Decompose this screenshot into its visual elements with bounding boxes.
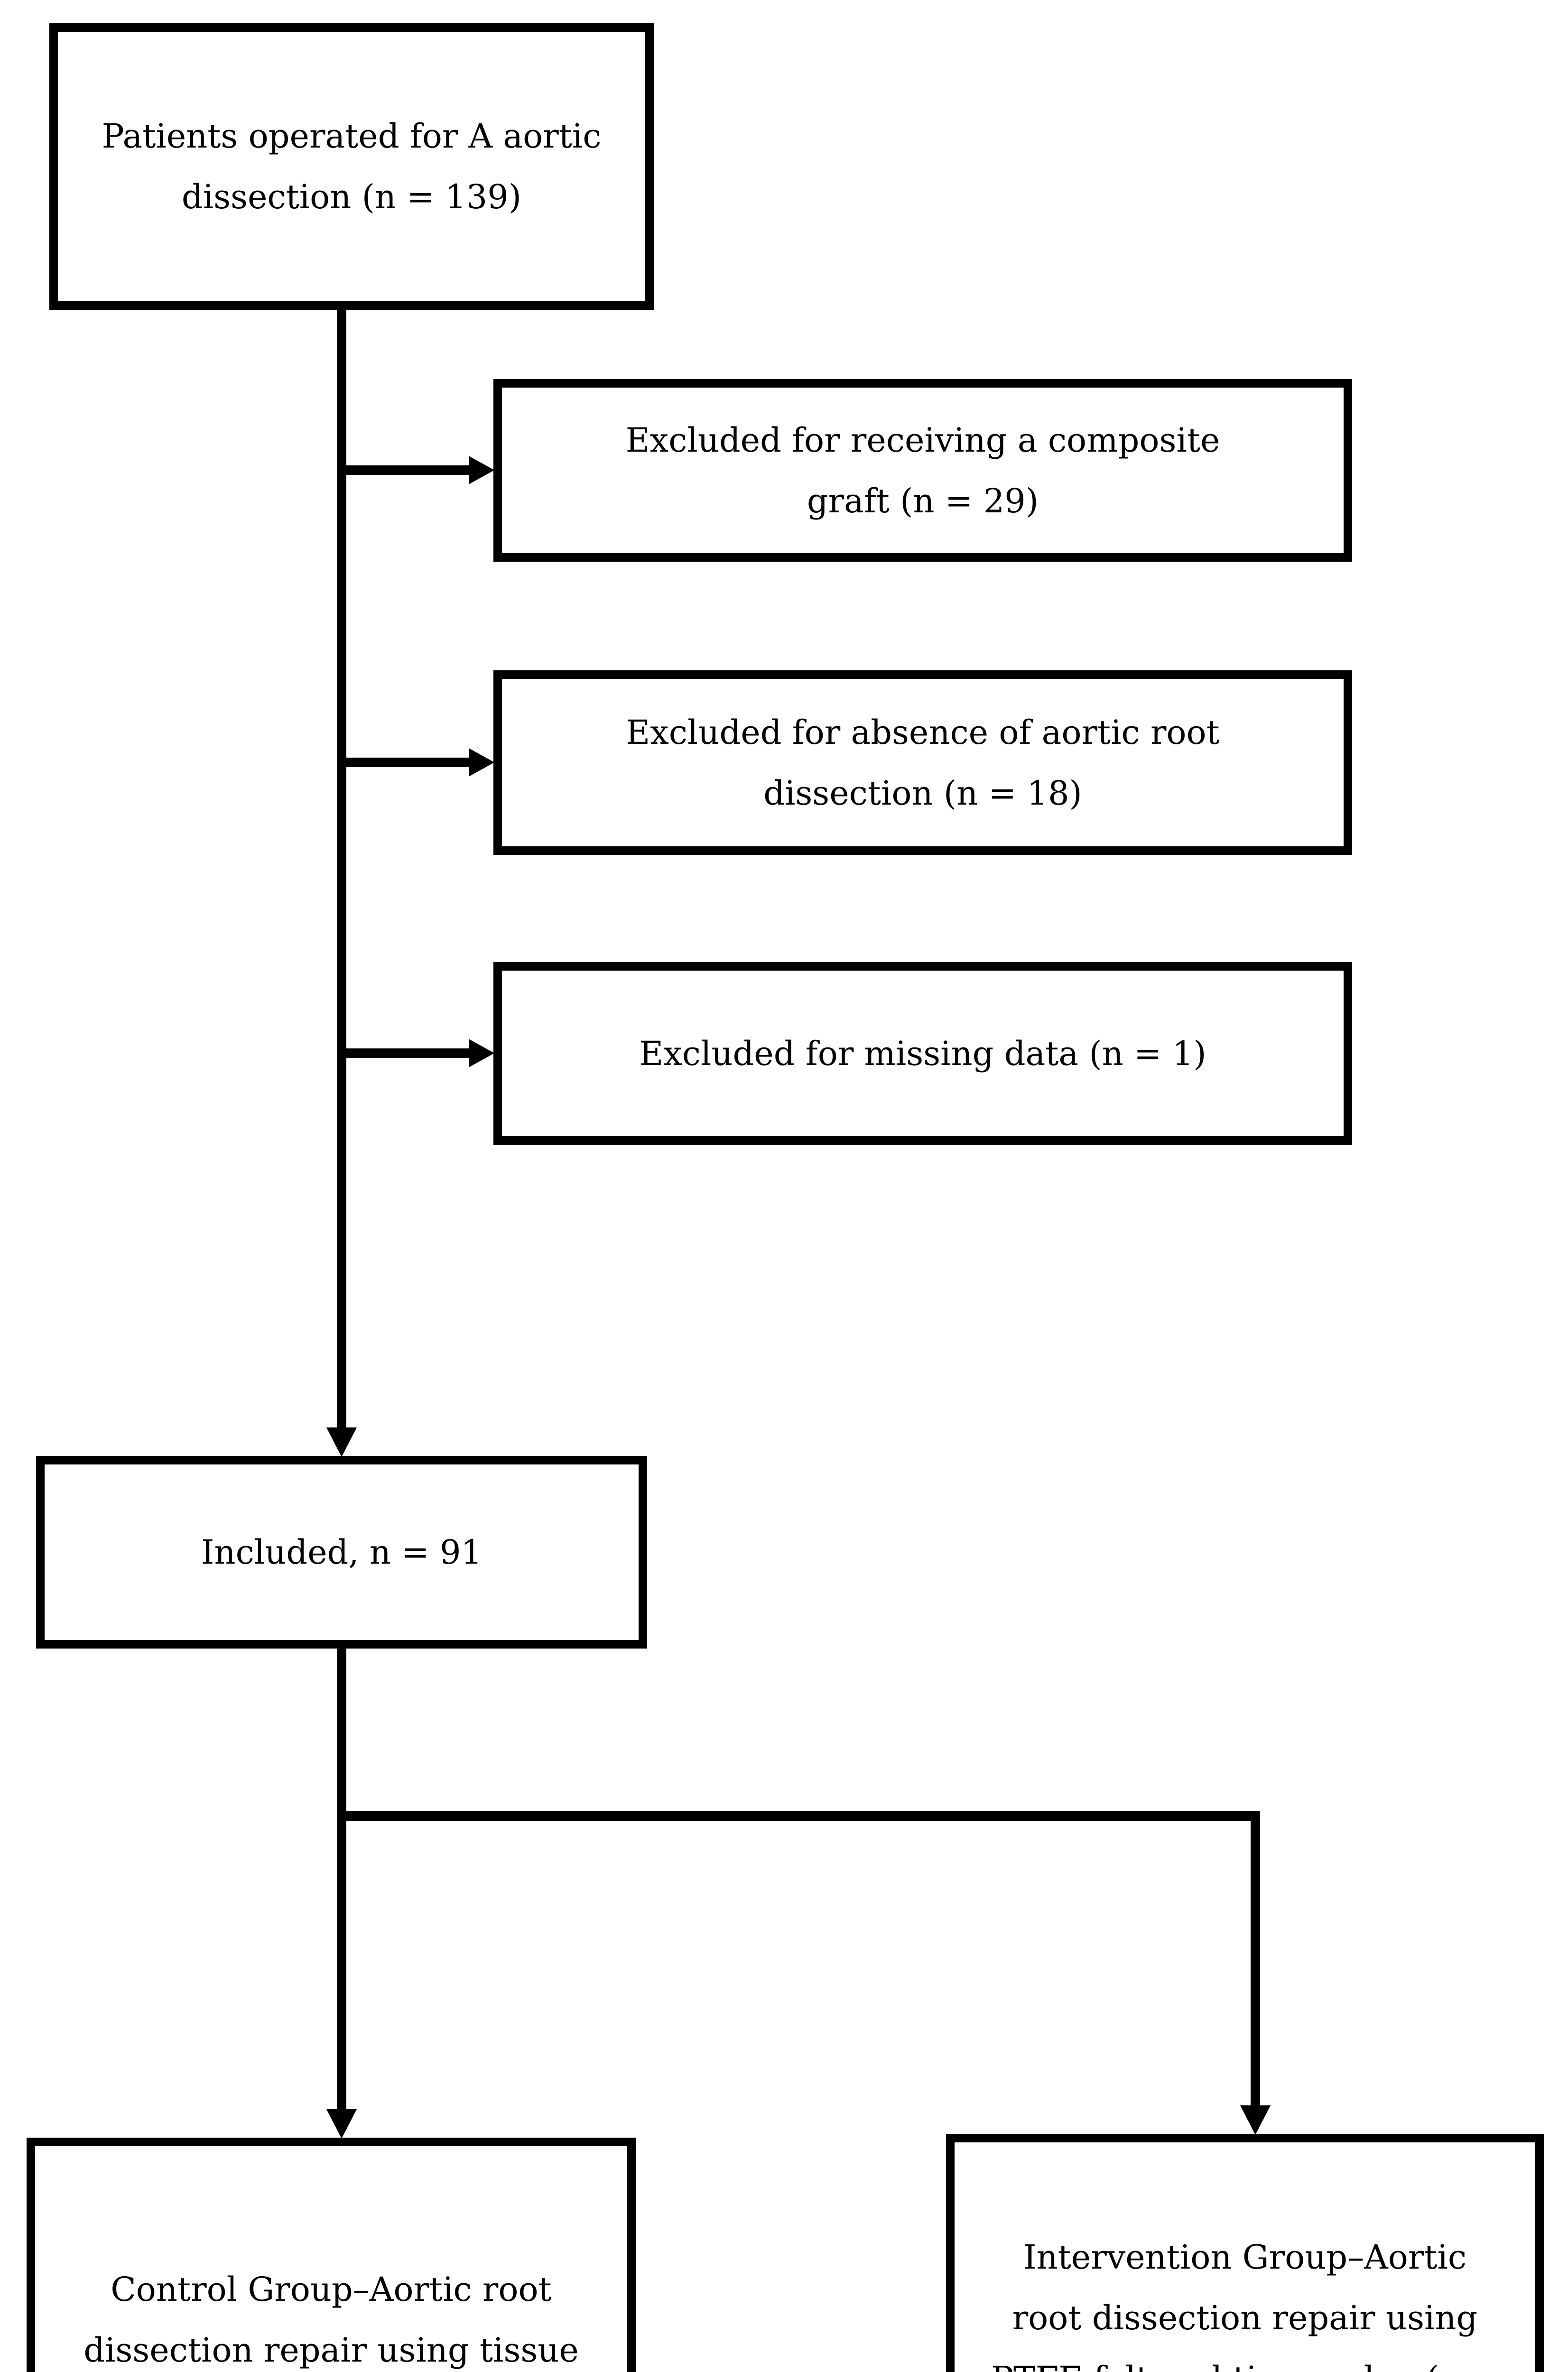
patients-box: Patients operated for A aortic dissectio… xyxy=(49,23,654,310)
arrowhead-into-included xyxy=(326,1427,357,1457)
patients-box-text: dissection (n = 139) xyxy=(181,177,522,216)
arrowhead-into-control xyxy=(326,2109,357,2139)
arrowhead-into-excluded-no-root xyxy=(469,748,494,777)
connector-to-excluded-no-root xyxy=(337,758,470,767)
intervention-group-text: root dissection repair using xyxy=(1012,2298,1478,2337)
included-box: Included, n = 91 xyxy=(36,1456,647,1649)
connector-included-to-control xyxy=(337,1649,346,2110)
connector-patients-to-included xyxy=(337,310,346,1428)
connector-branch-bar xyxy=(337,1811,1260,1821)
excluded-composite-graft-text: Excluded for receiving a composite xyxy=(625,420,1220,460)
control-group-text: dissection repair using tissue xyxy=(84,2331,579,2370)
arrowhead-into-excluded-composite xyxy=(469,456,494,484)
excluded-composite-graft-box: Excluded for receiving a composite graft… xyxy=(493,379,1352,562)
arrowhead-into-excluded-missing xyxy=(469,1039,494,1067)
connector-to-excluded-missing xyxy=(337,1048,470,1058)
intervention-group-text: Intervention Group–Aortic xyxy=(1023,2238,1467,2277)
connector-to-excluded-composite xyxy=(337,465,470,475)
included-box-text: Included, n = 91 xyxy=(201,1533,482,1572)
excluded-missing-data-box: Excluded for missing data (n = 1) xyxy=(493,962,1352,1145)
excluded-no-root-dissection-text: Excluded for absence of aortic root xyxy=(626,713,1220,752)
excluded-no-root-dissection-box: Excluded for absence of aortic root diss… xyxy=(493,670,1352,855)
patients-box-text: Patients operated for A aortic xyxy=(102,117,602,156)
excluded-no-root-dissection-text: dissection (n = 18) xyxy=(763,773,1082,813)
excluded-missing-data-text: Excluded for missing data (n = 1) xyxy=(639,1034,1206,1073)
control-group-text: Control Group–Aortic root xyxy=(111,2270,552,2309)
control-group-box: Control Group–Aortic root dissection rep… xyxy=(27,2138,636,2372)
intervention-group-text: PTFE felt and tissue glue (n = xyxy=(991,2348,1499,2372)
connector-to-intervention xyxy=(1251,1811,1260,2105)
excluded-composite-graft-text: graft (n = 29) xyxy=(807,481,1039,520)
intervention-group-box: Intervention Group–Aortic root dissectio… xyxy=(946,2134,1544,2372)
arrowhead-into-intervention xyxy=(1240,2105,1271,2135)
